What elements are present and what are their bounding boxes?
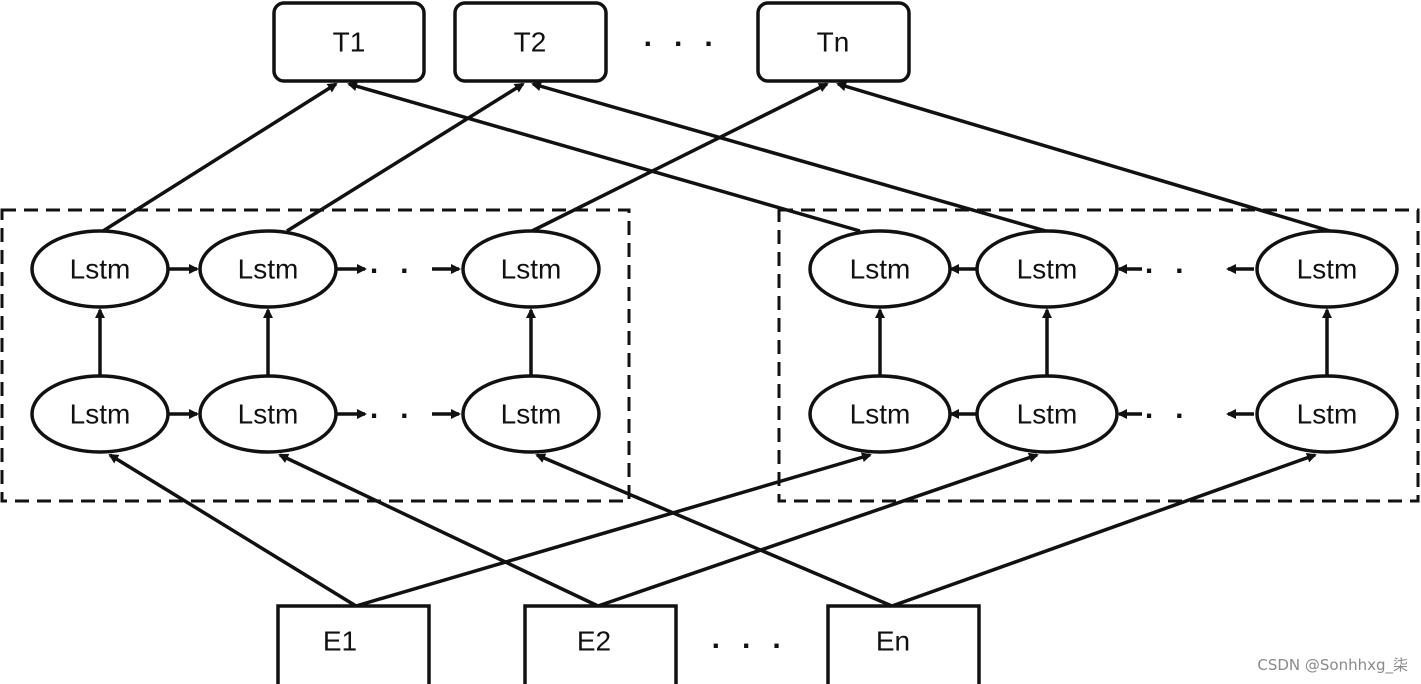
row-ellipsis: · ·: [370, 400, 416, 433]
edge-backward-t1: [347, 81, 861, 233]
output-label-tn: Tn: [817, 27, 850, 58]
forward-top-row: Lstm Lstm · · Lstm: [30, 229, 601, 309]
lstm-node: [975, 229, 1119, 309]
edge-backward-t2: [531, 81, 1047, 233]
lstm-label: Lstm: [1017, 399, 1078, 430]
lstm-node: [198, 374, 338, 454]
output-box-t2-frame: [453, 1, 608, 83]
lstm-label: Lstm: [850, 254, 911, 285]
output-box-t2: T2: [453, 1, 608, 83]
input-label-e2: E2: [577, 626, 611, 657]
edge-forward-t2: [286, 82, 525, 233]
row-ellipsis: · ·: [370, 255, 416, 288]
output-edges: [102, 81, 1331, 233]
forward-horizontal-edges: [169, 264, 461, 419]
input-box-en-frame: [826, 604, 981, 684]
input-label-e1: E1: [323, 626, 357, 657]
backward-top-row: Lstm Lstm · · Lstm: [808, 229, 1399, 309]
output-box-t1: T1: [272, 1, 426, 83]
lstm-label: Lstm: [501, 254, 562, 285]
edge-e2-backward: [597, 452, 1039, 608]
lstm-label: Lstm: [1297, 399, 1358, 430]
edge-backward-tn: [836, 81, 1331, 233]
forward-lstm-group: [0, 208, 631, 503]
lstm-node: [808, 374, 952, 454]
input-label-en: En: [876, 626, 910, 657]
forward-bottom-row: Lstm Lstm · · Lstm: [30, 374, 601, 454]
lstm-label: Lstm: [238, 254, 299, 285]
backward-bottom-row: Lstm Lstm · · Lstm: [808, 374, 1399, 454]
input-box-e2-frame: [523, 604, 678, 684]
edge-forward-t1: [102, 82, 338, 233]
edge-e1-backward: [355, 452, 872, 608]
input-ellipsis: · · ·: [712, 630, 789, 663]
edge-en-forward: [535, 453, 893, 608]
backward-horizontal-edges: [949, 264, 1254, 419]
lstm-label: Lstm: [1017, 254, 1078, 285]
lstm-node: [30, 229, 170, 309]
edge-en-backward: [891, 452, 1317, 608]
output-label-t1: T1: [333, 27, 366, 58]
lstm-label: Lstm: [1297, 254, 1358, 285]
output-ellipsis: · · ·: [644, 28, 721, 61]
edge-e1-forward: [108, 453, 357, 608]
lstm-label: Lstm: [501, 399, 562, 430]
input-box-e1: E1: [276, 604, 431, 684]
lstm-label: Lstm: [70, 399, 131, 430]
lstm-node: [808, 229, 952, 309]
output-box-tn: Tn: [756, 1, 911, 83]
row-ellipsis: · ·: [1145, 255, 1191, 288]
lstm-label: Lstm: [850, 399, 911, 430]
lstm-label: Lstm: [70, 254, 131, 285]
input-edges: [108, 452, 1317, 608]
input-box-en: En: [826, 604, 981, 684]
lstm-node: [1255, 374, 1399, 454]
edge-forward-tn: [531, 82, 829, 233]
edge-e2-forward: [278, 453, 599, 608]
lstm-label: Lstm: [238, 399, 299, 430]
row-ellipsis: · ·: [1145, 400, 1191, 433]
lstm-node: [198, 229, 338, 309]
backward-lstm-group: [777, 208, 1420, 503]
lstm-node: [461, 374, 601, 454]
output-label-t2: T2: [514, 27, 547, 58]
watermark: CSDN @Sonhhxg_柒: [1257, 656, 1408, 675]
lstm-node: [30, 374, 170, 454]
input-box-e2: E2: [523, 604, 678, 684]
lstm-node: [461, 229, 601, 309]
lstm-node: [975, 374, 1119, 454]
output-box-tn-frame: [756, 1, 911, 83]
input-box-e1-frame: [276, 604, 431, 684]
lstm-node: [1255, 229, 1399, 309]
vertical-edges: [95, 308, 1332, 377]
output-box-t1-frame: [272, 1, 426, 83]
